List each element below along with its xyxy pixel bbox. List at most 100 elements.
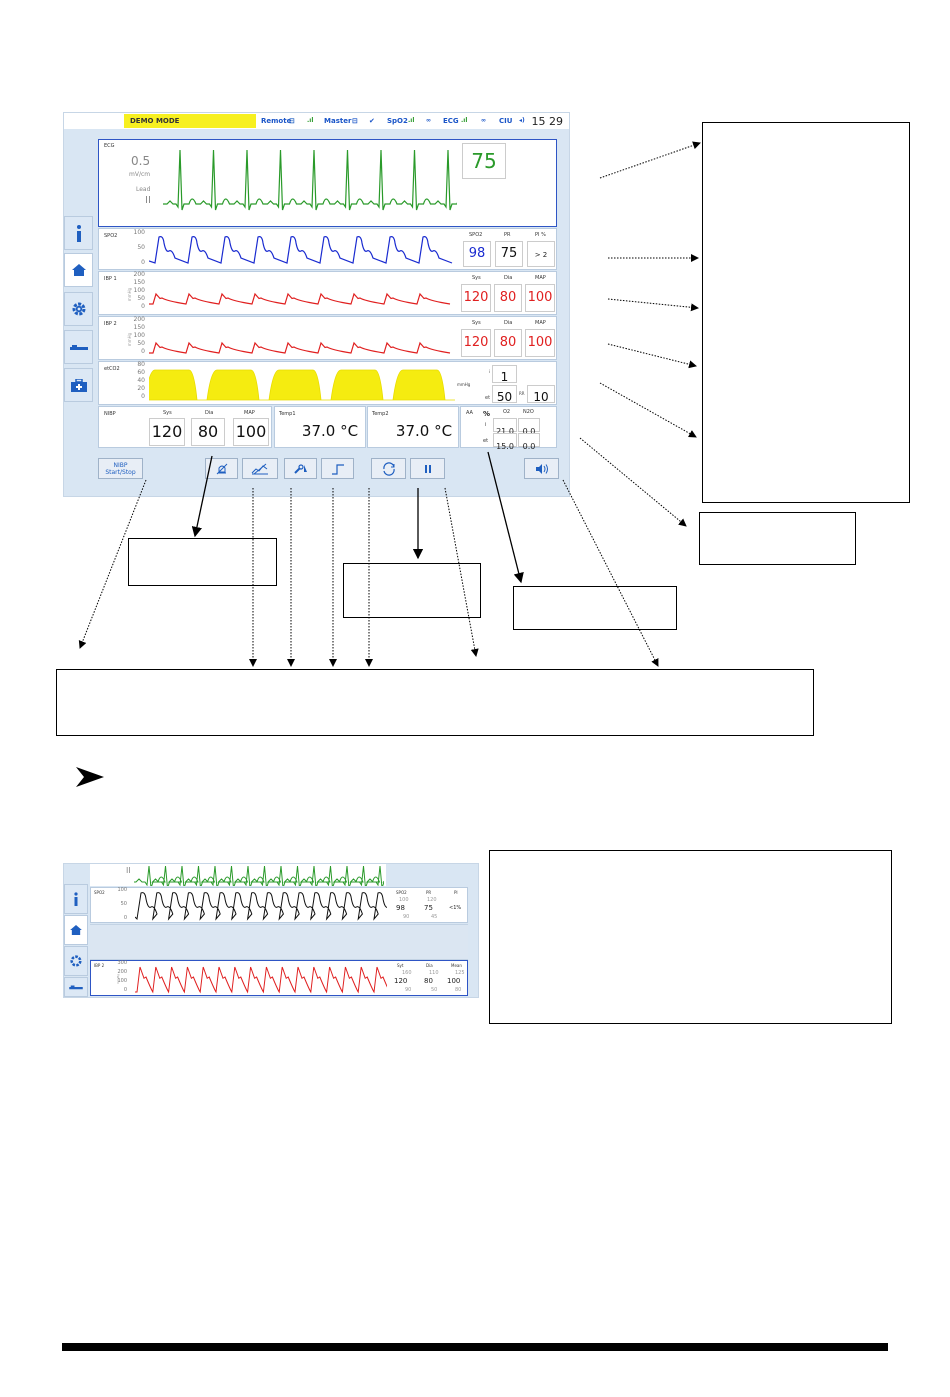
tools-button[interactable] (284, 458, 317, 479)
ibp1-sys-box[interactable]: 120 (461, 284, 491, 312)
alarm-limits-button[interactable] (242, 458, 278, 479)
ecg-strip[interactable]: II (90, 864, 386, 886)
medical-kit-icon[interactable] (64, 368, 93, 402)
patient-info-icon[interactable] (64, 216, 93, 250)
spo2-lower-limit: 90 (403, 914, 410, 920)
etco2-panel[interactable]: etCO2 80 60 40 20 0 mmHg i et 1 50 RR 10 (98, 361, 557, 405)
etco2-et-value: 50 (496, 390, 513, 404)
pr-value-box[interactable]: 75 (495, 241, 523, 267)
spo2-panel[interactable]: SPO2 100 50 0 SPO2 PR PI 100 120 98 75 <… (90, 887, 468, 923)
ciu-status[interactable]: CIU (499, 117, 513, 125)
step-icon (331, 463, 344, 475)
ibp1-map-box[interactable]: 100 (525, 284, 555, 312)
spo2-value-box[interactable]: 98 (463, 241, 491, 267)
spo2-value[interactable]: 98 (396, 904, 405, 912)
ecg-lead[interactable]: II (145, 195, 151, 206)
pi-col-header: PI % (535, 232, 546, 238)
refresh-button[interactable] (371, 458, 406, 479)
pi-value: > 2 (534, 251, 548, 259)
map-col-header: MAP (244, 410, 255, 416)
sys-col-header: Sys (472, 320, 481, 326)
step-button[interactable] (321, 458, 354, 479)
ibp2-panel[interactable]: IBP 2 300 200 100 0 mmHg Syt Dia Mean 16… (90, 960, 468, 996)
signal-icon: .ıl (408, 117, 415, 124)
callout-box-right (702, 122, 910, 503)
ibp2-map-box[interactable]: 100 (525, 329, 555, 357)
pause-button[interactable] (410, 458, 445, 479)
ibp2-dia-box[interactable]: 80 (494, 329, 522, 357)
spo2-scale-top: 100 (133, 229, 145, 236)
aa-panel[interactable]: AA % O2 N2O i et 21.0 0.0 15.0 0.0 (460, 406, 557, 451)
bullet-arrow-icon (76, 767, 104, 787)
spo2-value: 98 (468, 246, 486, 261)
nibp-sys-box[interactable]: 120 (149, 418, 185, 446)
etco2-scale: 60 (137, 369, 145, 376)
ecg-panel[interactable]: ECG 0.5 mV/cm Lead II 75 (98, 139, 557, 227)
nibp-sys-value: 120 (151, 422, 183, 441)
patient-info-icon[interactable] (64, 884, 88, 914)
callout-box-monitor2 (489, 850, 892, 1024)
aa-et-o2-box[interactable]: 15.0 (493, 433, 517, 451)
aa-et-n2o-box[interactable]: 0.0 (518, 433, 540, 451)
nibp-map-box[interactable]: 100 (233, 418, 269, 446)
aa-i-n2o-box[interactable]: 0.0 (518, 418, 540, 436)
pr-value[interactable]: 75 (424, 904, 433, 912)
ibp1-panel[interactable]: IBP 1 200 150 100 50 0 mmHg Sys Dia MAP … (98, 271, 557, 315)
bed-icon[interactable] (64, 977, 88, 997)
ecg-status[interactable]: ECG (443, 117, 459, 125)
mean-col-header: Mean (451, 963, 462, 968)
heart-rate-box[interactable]: 75 (462, 143, 506, 179)
pi-value[interactable]: <1% (449, 905, 462, 911)
aa-et-o2: 15.0 (496, 442, 514, 451)
alarm-limits-icon (251, 463, 268, 474)
home-icon[interactable] (64, 253, 93, 287)
nibp-button-line1: NIBP (113, 461, 128, 469)
spo2-status[interactable]: SpO2 (387, 117, 408, 125)
nibp-panel[interactable]: NIBP Sys Dia MAP 120 80 100 (98, 406, 272, 448)
gear-icon[interactable] (64, 292, 93, 326)
empty-slot (90, 924, 468, 960)
sys-value[interactable]: 120 (394, 977, 408, 985)
callout-box-alarm (128, 538, 277, 586)
aa-row-label: i (485, 422, 487, 428)
ibp2-scale: 0 (141, 348, 145, 355)
ibp2-trace (135, 966, 387, 994)
ibp2-sys-box[interactable]: 120 (461, 329, 491, 357)
temp1-panel[interactable]: Temp1 37.0 °C (274, 406, 366, 448)
ecg-label: ECG (104, 143, 115, 149)
ibp2-unit: mmHg (116, 973, 121, 985)
alarm-silence-button[interactable] (205, 458, 238, 479)
aa-i-o2-box[interactable]: 21.0 (493, 418, 517, 436)
temp2-panel[interactable]: Temp2 37.0 °C (367, 406, 459, 448)
bed-icon[interactable] (64, 330, 93, 364)
ibp2-label: IBP 2 (94, 963, 105, 968)
monitor-screen-zoom: II SPO2 100 50 0 SPO2 PR PI 100 120 98 7… (63, 863, 479, 998)
ecg-lead: II (126, 866, 131, 875)
ibp1-scale: 100 (133, 287, 145, 294)
o2-col-header: O2 (503, 409, 511, 415)
etco2-scale: 20 (137, 385, 145, 392)
ecg-waveform (134, 865, 384, 886)
ibp2-panel[interactable]: IBP 2 200 150 100 50 0 mmHg Sys Dia MAP … (98, 316, 557, 360)
nibp-dia-box[interactable]: 80 (191, 418, 225, 446)
volume-button[interactable] (524, 458, 559, 479)
remote-status[interactable]: Remote (261, 117, 292, 125)
gear-icon[interactable] (64, 946, 88, 976)
spo2-panel[interactable]: SPO2 100 50 0 SPO2 PR PI % 98 75 > 2 (98, 228, 557, 270)
home-icon[interactable] (64, 915, 88, 945)
temp1-value-box[interactable]: 37.0 °C (297, 418, 363, 446)
pi-value-box[interactable]: > 2 (527, 241, 555, 267)
sys-upper-limit: 160 (402, 970, 412, 976)
ibp1-dia-box[interactable]: 80 (494, 284, 522, 312)
nibp-start-stop-button[interactable]: NIBP Start/Stop (98, 458, 143, 479)
etco2-i-box[interactable]: 1 (492, 365, 517, 384)
ecg-gain[interactable]: 0.5 (131, 154, 151, 168)
master-status[interactable]: Master (324, 117, 352, 125)
rr-box[interactable]: 10 (527, 385, 555, 404)
etco2-et-box[interactable]: 50 (492, 385, 517, 404)
status-bar: DEMO MODE Remote ⊟ .ıl Master ⊟ ✔ SpO2 .… (64, 113, 569, 129)
mean-value[interactable]: 100 (447, 977, 461, 985)
temp2-value-box[interactable]: 37.0 °C (390, 418, 458, 446)
dia-value[interactable]: 80 (424, 977, 433, 985)
dia-col-header: Dia (426, 963, 433, 968)
